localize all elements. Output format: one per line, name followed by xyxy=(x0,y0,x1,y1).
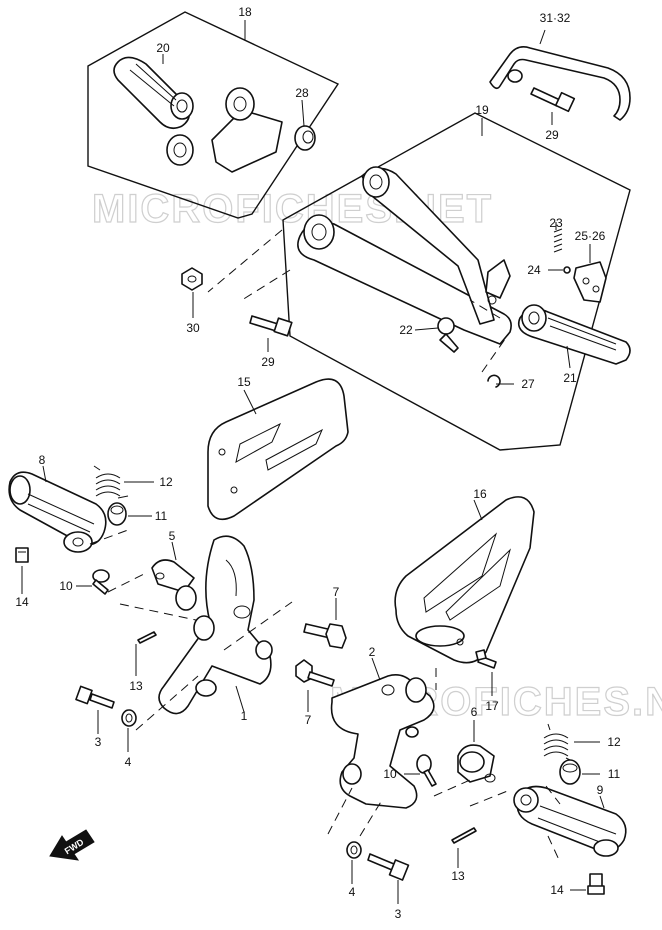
part-22-pin xyxy=(414,317,459,353)
part-10-pin-right xyxy=(404,754,437,787)
callout-31-32: 31·32 xyxy=(540,11,571,25)
callout-7-lower: 7 xyxy=(305,713,312,727)
callout-27: 27 xyxy=(521,377,535,391)
part-27-clip xyxy=(487,374,514,388)
part-11-collar xyxy=(107,502,152,526)
part-2-bracket xyxy=(330,657,435,809)
part-7-bolt-lower xyxy=(295,659,335,712)
part-7-bolt-upper xyxy=(303,598,347,649)
callout-1: 1 xyxy=(241,709,248,723)
callout-3-right: 3 xyxy=(395,907,402,921)
callout-4-right: 4 xyxy=(349,885,356,899)
part-4-washer-right xyxy=(346,841,362,884)
part-25-26-plate xyxy=(573,244,607,303)
part-28-collar xyxy=(294,99,316,151)
callout-7-upper: 7 xyxy=(333,585,340,599)
callout-5: 5 xyxy=(169,529,176,543)
part-29-bolt-top xyxy=(530,87,576,125)
callout-22: 22 xyxy=(399,323,413,337)
part-3-bolt-left xyxy=(75,685,115,734)
part-21-footpeg xyxy=(517,304,631,369)
fwd-arrow-icon: FWD xyxy=(49,829,95,861)
part-10-pin-left xyxy=(76,569,110,595)
kit-box-19 xyxy=(282,112,631,451)
part-20-footpeg xyxy=(113,56,194,130)
callout-8: 8 xyxy=(39,453,46,467)
part-12-spring-right xyxy=(543,723,600,763)
callout-11-right: 11 xyxy=(608,767,621,781)
callout-6: 6 xyxy=(471,705,478,719)
part-15-heel-guard xyxy=(207,378,349,521)
part-1-bracket xyxy=(158,535,273,715)
part-14-bolt-right xyxy=(570,873,605,895)
callout-18: 18 xyxy=(238,5,252,19)
part-9-footpeg xyxy=(513,785,627,857)
callout-29-top: 29 xyxy=(545,128,559,142)
callout-17: 17 xyxy=(485,699,499,713)
callout-19: 19 xyxy=(475,103,489,117)
callout-10-right: 10 xyxy=(383,767,397,781)
callout-11-left: 11 xyxy=(155,509,168,523)
callout-3-left: 3 xyxy=(95,735,102,749)
callout-16: 16 xyxy=(473,487,487,501)
callout-25-26: 25·26 xyxy=(575,229,606,243)
part-23-spring xyxy=(553,222,563,253)
callout-13-right: 13 xyxy=(451,869,465,883)
part-18-bracket xyxy=(166,87,283,173)
callout-21: 21 xyxy=(563,371,577,385)
part-19-bracket xyxy=(297,166,512,345)
part-11-collar-right xyxy=(559,759,600,785)
callout-12-right: 12 xyxy=(607,735,621,749)
part-16-heel-guard xyxy=(394,496,535,664)
callout-28: 28 xyxy=(295,86,309,100)
part-5-pivot xyxy=(151,541,197,611)
part-17-bolt xyxy=(475,649,497,696)
part-8-footpeg xyxy=(8,465,107,553)
callout-labels: 18 20 28 31·32 29 19 23 25·26 24 30 22 2… xyxy=(15,5,621,921)
callout-29-mid: 29 xyxy=(261,355,275,369)
part-24-ball xyxy=(548,266,571,274)
part-13-pin-left xyxy=(135,631,157,676)
callout-2: 2 xyxy=(369,645,376,659)
kit-box-18 xyxy=(87,11,340,219)
part-3-bolt-right xyxy=(367,853,410,904)
callout-13-left: 13 xyxy=(129,679,143,693)
part-29-bolt-mid xyxy=(249,315,293,352)
callout-23: 23 xyxy=(549,216,563,230)
callout-10-left: 10 xyxy=(59,579,73,593)
part-30-nut xyxy=(181,267,203,318)
part-13-pin-right xyxy=(451,827,477,868)
callout-24: 24 xyxy=(527,263,541,277)
part-14-bolt-left xyxy=(15,547,29,594)
callout-30: 30 xyxy=(186,321,200,335)
part-12-spring xyxy=(93,465,154,499)
part-4-washer-left xyxy=(121,709,137,752)
callout-4-left: 4 xyxy=(125,755,132,769)
callout-9: 9 xyxy=(597,783,604,797)
callout-14-right: 14 xyxy=(550,883,564,897)
callout-12-left: 12 xyxy=(159,475,173,489)
part-31-32-handle xyxy=(489,29,631,121)
callout-20: 20 xyxy=(156,41,170,55)
callout-15: 15 xyxy=(237,375,251,389)
part-6-pivot xyxy=(457,720,496,783)
callout-14-left: 14 xyxy=(15,595,29,609)
